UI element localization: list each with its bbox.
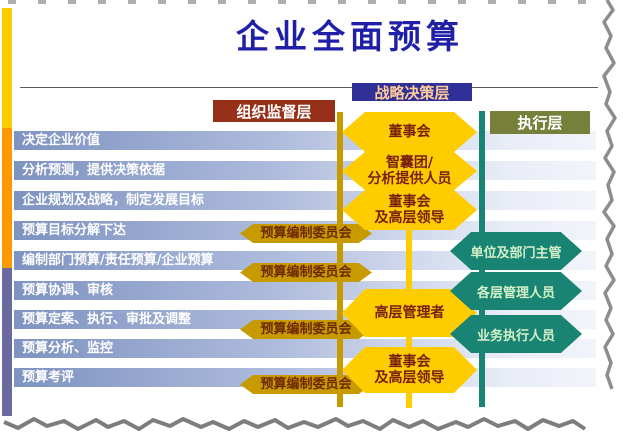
torn-edge-bottom xyxy=(3,417,587,431)
strategic-hexagon: 董事会 及高层领导 xyxy=(342,190,477,230)
committee-hexagon: 预算编制委员会 xyxy=(240,375,372,394)
execution-hexagon: 单位及部门主管 xyxy=(450,232,582,270)
strategic-hexagon: 智囊团/ 分析提供人员 xyxy=(342,152,477,190)
process-row: 分析预测，提供决策依据 xyxy=(14,161,596,180)
layer-header-execution: 执行层 xyxy=(490,111,590,134)
strategic-hexagon: 董事会 xyxy=(342,112,477,152)
strategic-hexagon: 董事会 及高层领导 xyxy=(342,347,477,393)
committee-hexagon: 预算编制委员会 xyxy=(240,224,372,243)
strategic-hexagon: 高层管理者 xyxy=(342,289,477,337)
torn-edge-top xyxy=(8,0,608,4)
left-edge-bar-orange xyxy=(2,128,12,268)
left-edge-bar-yellow xyxy=(2,8,12,128)
process-row: 编制部门预算/责任预算/企业预算 xyxy=(14,251,596,270)
page-title: 企业全面预算 xyxy=(236,17,464,56)
torn-edge-right xyxy=(602,0,617,390)
supervision-connector-line xyxy=(337,112,343,407)
committee-hexagon: 预算编制委员会 xyxy=(240,320,372,339)
execution-hexagon: 各层管理人员 xyxy=(450,272,582,310)
title-divider-line xyxy=(20,87,598,88)
layer-header-supervision: 组织监督层 xyxy=(213,100,335,122)
process-row: 企业规划及战略，制定发展目标 xyxy=(14,191,596,210)
layer-header-strategic: 战略决策层 xyxy=(352,83,472,102)
execution-hexagon: 业务执行人员 xyxy=(450,315,582,353)
committee-hexagon: 预算编制委员会 xyxy=(240,263,372,282)
left-edge-bar-slate xyxy=(2,268,12,416)
strategic-connector-line xyxy=(406,112,412,408)
